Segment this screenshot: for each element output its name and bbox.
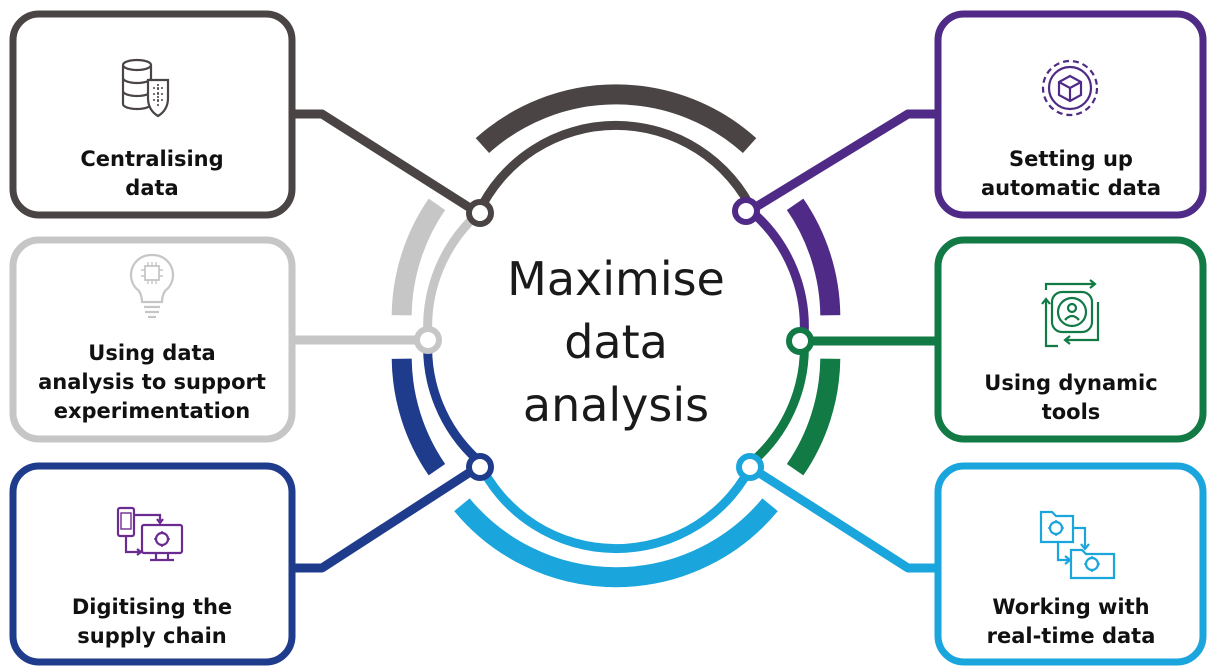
card-label-line-2: automatic data [981,176,1161,200]
outer-arcs [391,84,841,588]
card-dynamic-tools: Using dynamic tools [934,236,1207,443]
gear-cube-icon [1041,59,1099,117]
outer-arc-right [786,198,841,316]
card-label-line-1: Using data [88,341,215,365]
connector-real-time [747,463,938,573]
user-cycle-icon [1041,279,1100,348]
center-title-line-3: analysis [523,378,709,432]
card-label-line-2: data [125,176,178,200]
card-label-line-3: experimentation [54,399,251,423]
outer-arc-bottom [454,498,778,588]
junction-nodes [414,197,814,481]
database-shield-icon [121,58,170,118]
folder-gear-flow-icon [1039,510,1116,580]
card-experimentation: Using data analysis to support experimen… [9,236,296,443]
card-label-line-1: Using dynamic [984,371,1157,395]
inner-arc-lower-left [423,336,482,464]
lightbulb-chip-icon [129,253,175,319]
card-frame [9,236,296,443]
inner-arc-lower-right [750,336,809,464]
card-label-line-2: tools [1042,400,1101,424]
center-title-line-1: Maximise [507,252,725,306]
node-real-time [736,453,764,481]
card-label-line-2: supply chain [77,624,226,648]
card-label-line-2: real-time data [987,624,1156,648]
card-label-line-1: Centralising [80,147,223,171]
node-supply-chain [466,453,494,481]
outer-arc-right-lower [786,358,841,476]
card-centralising: Centralising data [9,10,296,219]
connector-supply-chain [292,463,481,573]
phone-monitor-sync-icon [116,506,184,562]
card-label-line-2: analysis to support [38,370,266,394]
card-real-time: Working with real-time data [934,462,1207,666]
outer-arc-top [475,84,757,154]
card-supply-chain: Digitising the supply chain [9,462,296,666]
node-centralising [466,199,494,227]
connector-automatic [743,109,938,217]
outer-arc-left-lower [391,358,446,476]
connector-centralising [292,109,481,217]
card-label-line-1: Digitising the [72,595,232,619]
card-frame [9,462,296,666]
card-label-line-1: Setting up [1009,147,1133,171]
card-label-line-1: Working with [992,595,1149,619]
center-title: Maximise data analysis [507,252,725,432]
connectors [292,109,938,573]
node-dynamic-tools [786,327,814,355]
inner-arc-bottom [473,458,759,554]
inner-arc-upper-left [423,210,482,338]
card-frame [9,10,296,219]
inner-arc-upper-right [750,210,809,338]
outer-arc-left [391,198,446,316]
node-automatic [732,197,760,225]
node-experimentation [414,326,442,354]
inner-arc-top [473,120,759,216]
center-title-line-2: data [564,315,668,369]
card-automatic: Setting up automatic data [934,10,1207,219]
